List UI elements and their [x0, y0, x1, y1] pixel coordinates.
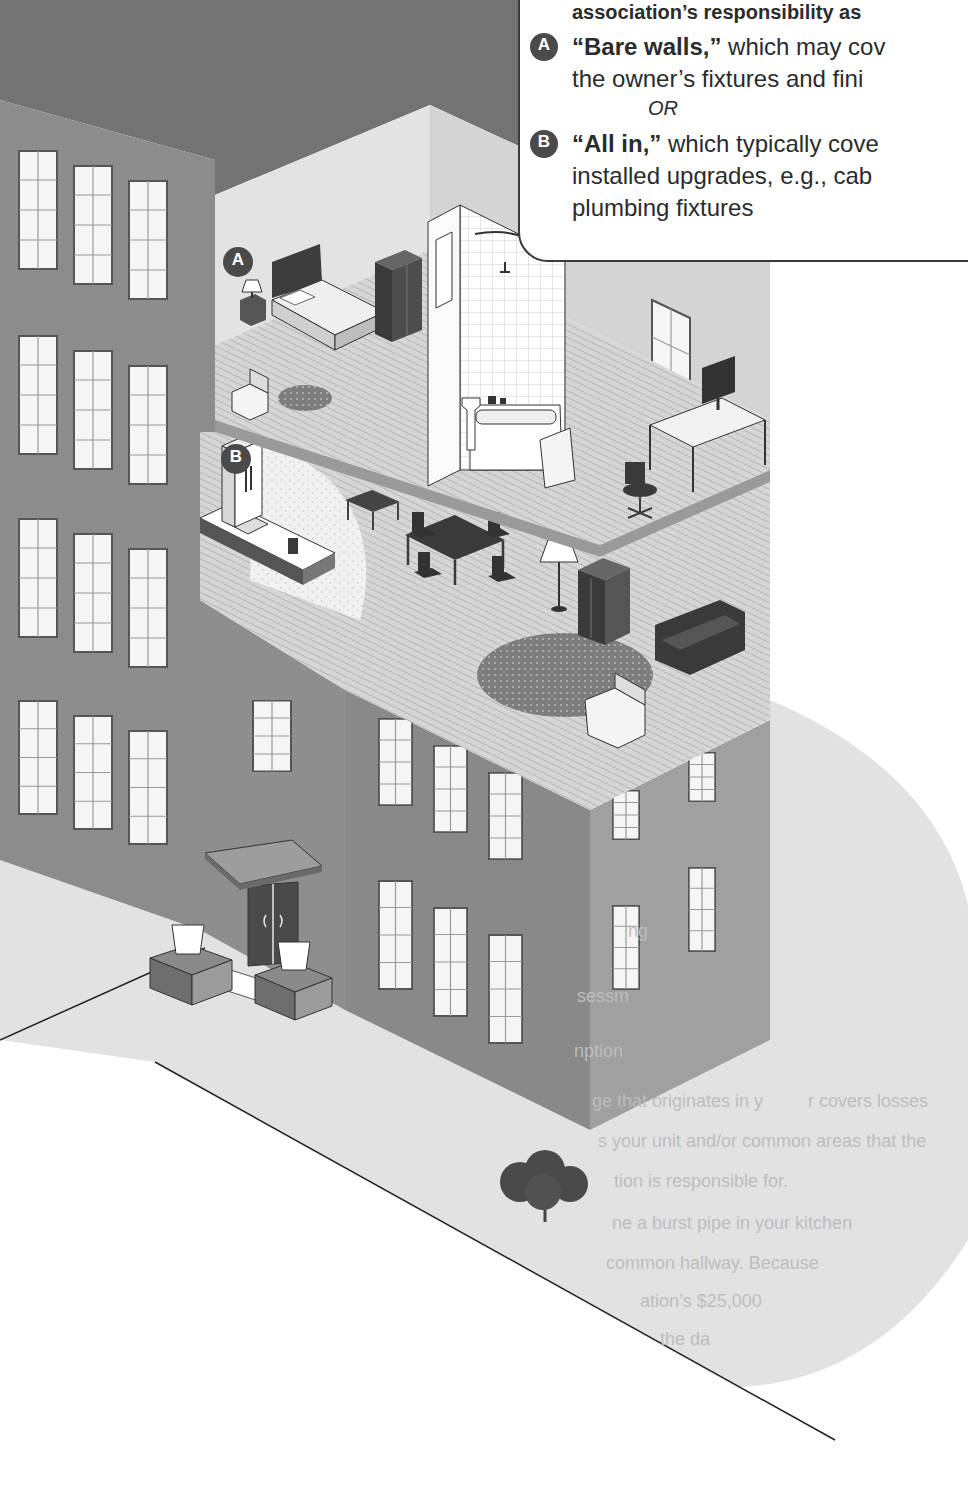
faded-text: ge that originates in y — [592, 1090, 763, 1112]
marker-letter: A — [530, 33, 558, 57]
or-text: OR — [648, 96, 678, 120]
faded-text: ng — [628, 920, 648, 942]
callout-box: association’s responsibility as “Bare wal… — [518, 0, 968, 262]
callout-letter: A — [530, 33, 558, 61]
bullet-text: “Bare walls,” which may cov the owner’s … — [572, 31, 897, 95]
faded-text: ne a burst pipe in your kitchen — [612, 1212, 852, 1234]
marker-letter: B — [221, 444, 251, 470]
marker-circle: B — [221, 444, 251, 474]
faded-text: common hallway. Because — [606, 1252, 819, 1274]
bullet-text: “All in,” which typically cove installed… — [572, 128, 897, 224]
marker-letter: A — [223, 247, 253, 273]
faded-text: tion is responsible for. — [614, 1170, 788, 1192]
marker-circle: A — [223, 247, 253, 277]
faded-text: sessm — [577, 985, 629, 1007]
faded-text: s your unit and/or common areas that the — [598, 1130, 926, 1152]
heading-text: association’s responsibility as — [572, 0, 861, 24]
callout-letter: B — [530, 130, 558, 158]
faded-text: the da — [660, 1328, 710, 1350]
faded-text: ation’s $25,000 — [640, 1290, 762, 1312]
faded-text: r covers losses — [808, 1090, 928, 1112]
faded-text: nption — [574, 1040, 623, 1062]
marker-letter: B — [530, 130, 558, 154]
